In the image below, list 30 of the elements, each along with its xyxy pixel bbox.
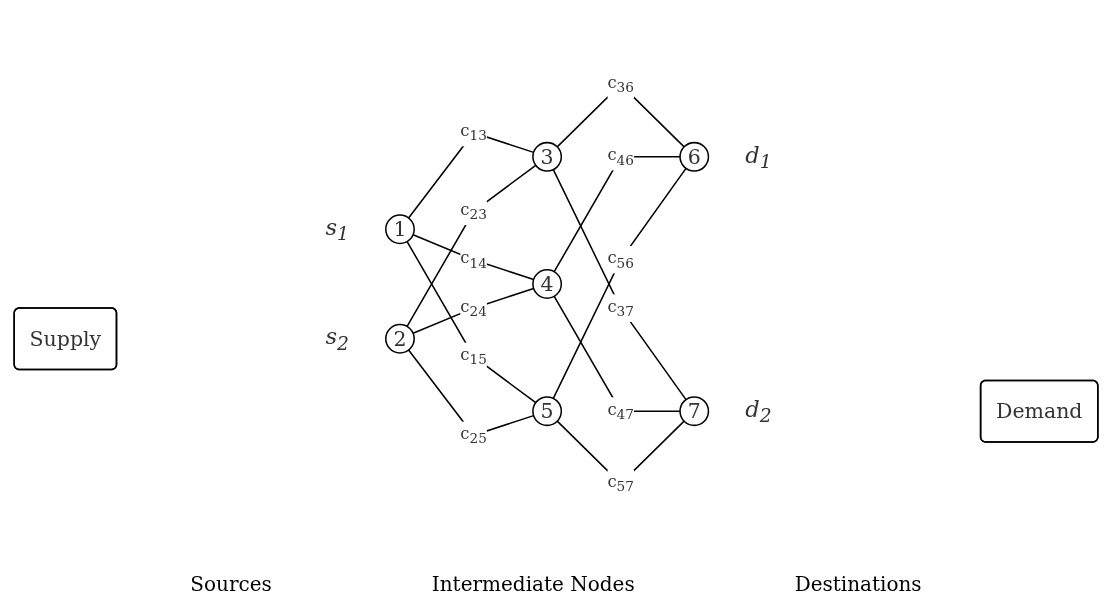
node-circle: 7: [679, 396, 710, 427]
edge-label: c$_{37}$: [607, 296, 634, 320]
edge-label: c$_{46}$: [607, 144, 634, 168]
edge-label: c$_{24}$: [460, 296, 487, 320]
edge-label: c$_{47}$: [607, 399, 634, 423]
connector: [406, 164, 537, 328]
node-circle: 3: [532, 141, 563, 172]
node-label: d$_{1}$: [745, 142, 772, 173]
connector: [406, 240, 537, 404]
connector: [412, 233, 535, 281]
edge-label: c$_{13}$: [460, 120, 487, 144]
edge-label: c$_{57}$: [607, 471, 634, 495]
edge-label: c$_{23}$: [460, 199, 487, 223]
edge-label: c$_{15}$: [460, 344, 487, 368]
edge-label: c$_{36}$: [607, 72, 634, 96]
edge-label: c$_{14}$: [460, 247, 487, 271]
node-label: s$_{1}$: [325, 214, 349, 245]
edge-label: c$_{56}$: [607, 247, 634, 271]
node-circle: 5: [532, 396, 563, 427]
column-caption: Intermediate Nodes: [431, 572, 635, 596]
column-caption: Sources: [190, 572, 272, 596]
node-label: s$_{2}$: [325, 323, 349, 355]
node-circle: 6: [679, 141, 710, 172]
column-caption: Destinations: [794, 572, 922, 596]
node-circle: 4: [532, 269, 563, 299]
connector: [412, 287, 535, 335]
node-label: d$_{2}$: [745, 396, 772, 427]
node-circle: 1: [385, 214, 415, 245]
node-circle: 2: [385, 323, 415, 354]
edge-label: c$_{25}$: [460, 423, 487, 447]
